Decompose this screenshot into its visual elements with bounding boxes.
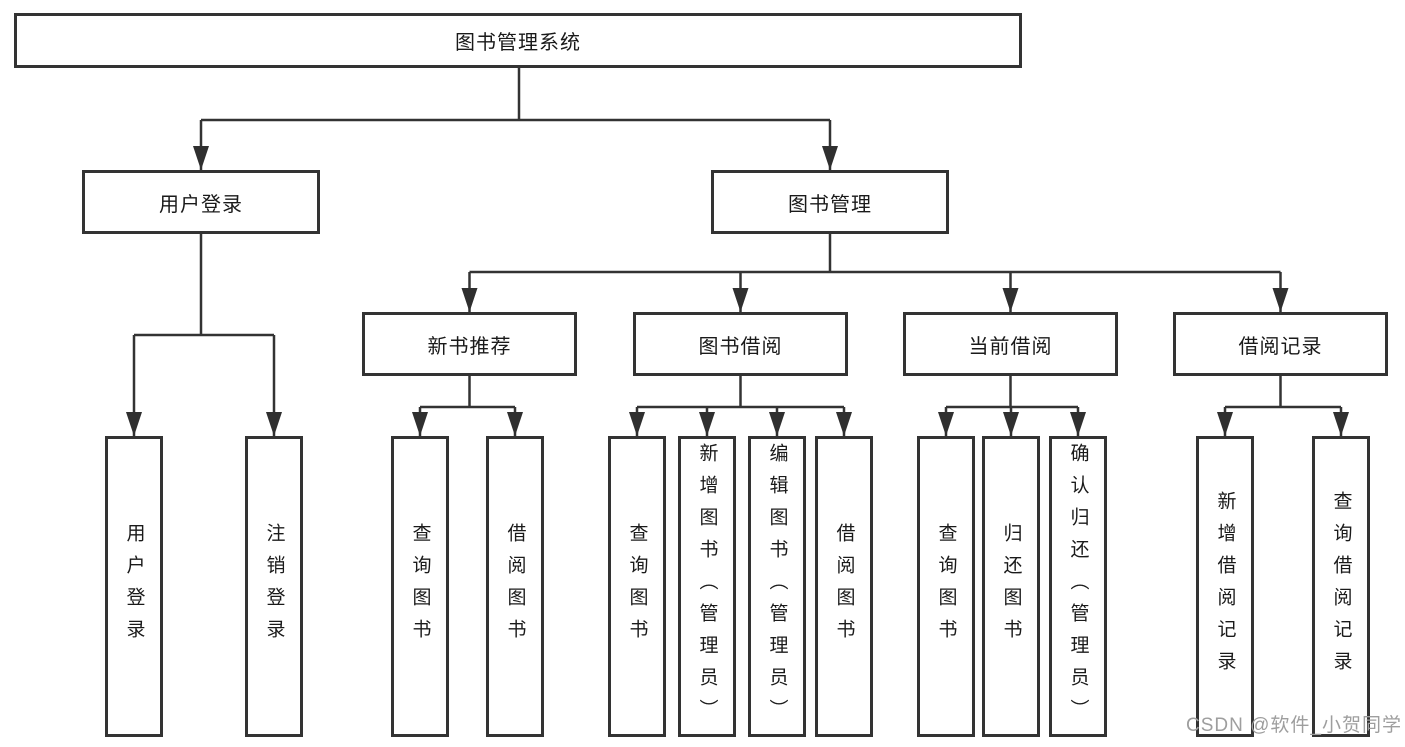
arrowhead: [1217, 412, 1233, 436]
arrowhead: [836, 412, 852, 436]
node-leaf-logout-label: 注销登录: [263, 522, 285, 651]
node-leaf-query-borrow-record: 查询借阅记录: [1312, 436, 1370, 737]
arrowhead: [822, 146, 838, 170]
node-book-management-label: 图书管理: [788, 193, 872, 216]
node-leaf-user-login: 用户登录: [105, 436, 163, 737]
node-leaf-query-books-3: 查询图书: [917, 436, 975, 737]
node-leaf-add-books-admin-label: 新增图书（管理员）: [696, 442, 718, 731]
node-leaf-add-borrow-record-label: 新增借阅记录: [1214, 490, 1236, 683]
arrowhead: [769, 412, 785, 436]
arrowhead: [1002, 288, 1019, 312]
node-leaf-borrow-books-2-label: 借阅图书: [833, 522, 855, 651]
node-library-management-system: 图书管理系统: [14, 13, 1022, 68]
node-leaf-user-login-label: 用户登录: [123, 522, 145, 651]
node-borrowing-records-label: 借阅记录: [1238, 335, 1323, 358]
node-library-management-system-label: 图书管理系统: [455, 32, 581, 54]
node-leaf-query-books-2: 查询图书: [608, 436, 666, 737]
node-leaf-query-books-1-label: 查询图书: [409, 522, 431, 651]
arrowhead: [699, 412, 715, 436]
node-leaf-logout: 注销登录: [245, 436, 303, 737]
node-leaf-query-books-3-label: 查询图书: [935, 522, 957, 651]
node-leaf-return-books-label: 归还图书: [1000, 522, 1022, 651]
watermark: CSDN @软件_小贺同学: [1186, 715, 1402, 736]
node-new-book-recommendation: 新书推荐: [362, 312, 577, 376]
arrowhead: [629, 412, 645, 436]
node-book-borrowing-label: 图书借阅: [698, 335, 783, 358]
arrowhead: [1333, 412, 1349, 436]
node-leaf-edit-books-admin-label: 编辑图书（管理员）: [766, 442, 788, 731]
arrowhead: [1003, 412, 1019, 436]
node-leaf-borrow-books-2: 借阅图书: [815, 436, 873, 737]
node-leaf-confirm-return-admin: 确认归还（管理员）: [1049, 436, 1107, 737]
node-leaf-query-borrow-record-label: 查询借阅记录: [1330, 490, 1352, 683]
arrowhead: [938, 412, 954, 436]
node-leaf-edit-books-admin: 编辑图书（管理员）: [748, 436, 806, 737]
arrowhead: [1272, 288, 1289, 312]
node-leaf-return-books: 归还图书: [982, 436, 1040, 737]
node-book-management: 图书管理: [711, 170, 949, 234]
node-user-login-label: 用户登录: [159, 193, 243, 216]
node-borrowing-records: 借阅记录: [1173, 312, 1388, 376]
arrowhead: [461, 288, 478, 312]
node-current-borrowing-label: 当前借阅: [968, 335, 1053, 358]
arrowhead: [266, 412, 282, 436]
arrowhead: [126, 412, 142, 436]
arrowhead: [507, 412, 523, 436]
arrowhead: [1070, 412, 1086, 436]
node-leaf-add-borrow-record: 新增借阅记录: [1196, 436, 1254, 737]
node-leaf-borrow-books-1-label: 借阅图书: [504, 522, 526, 651]
node-leaf-confirm-return-admin-label: 确认归还（管理员）: [1067, 442, 1089, 731]
node-leaf-query-books-2-label: 查询图书: [626, 522, 648, 651]
node-current-borrowing: 当前借阅: [903, 312, 1118, 376]
node-leaf-add-books-admin: 新增图书（管理员）: [678, 436, 736, 737]
arrowhead: [732, 288, 749, 312]
node-leaf-query-books-1: 查询图书: [391, 436, 449, 737]
arrowhead: [193, 146, 209, 170]
node-user-login: 用户登录: [82, 170, 320, 234]
node-leaf-borrow-books-1: 借阅图书: [486, 436, 544, 737]
node-book-borrowing: 图书借阅: [633, 312, 848, 376]
node-new-book-recommendation-label: 新书推荐: [427, 335, 512, 358]
arrowhead: [412, 412, 428, 436]
